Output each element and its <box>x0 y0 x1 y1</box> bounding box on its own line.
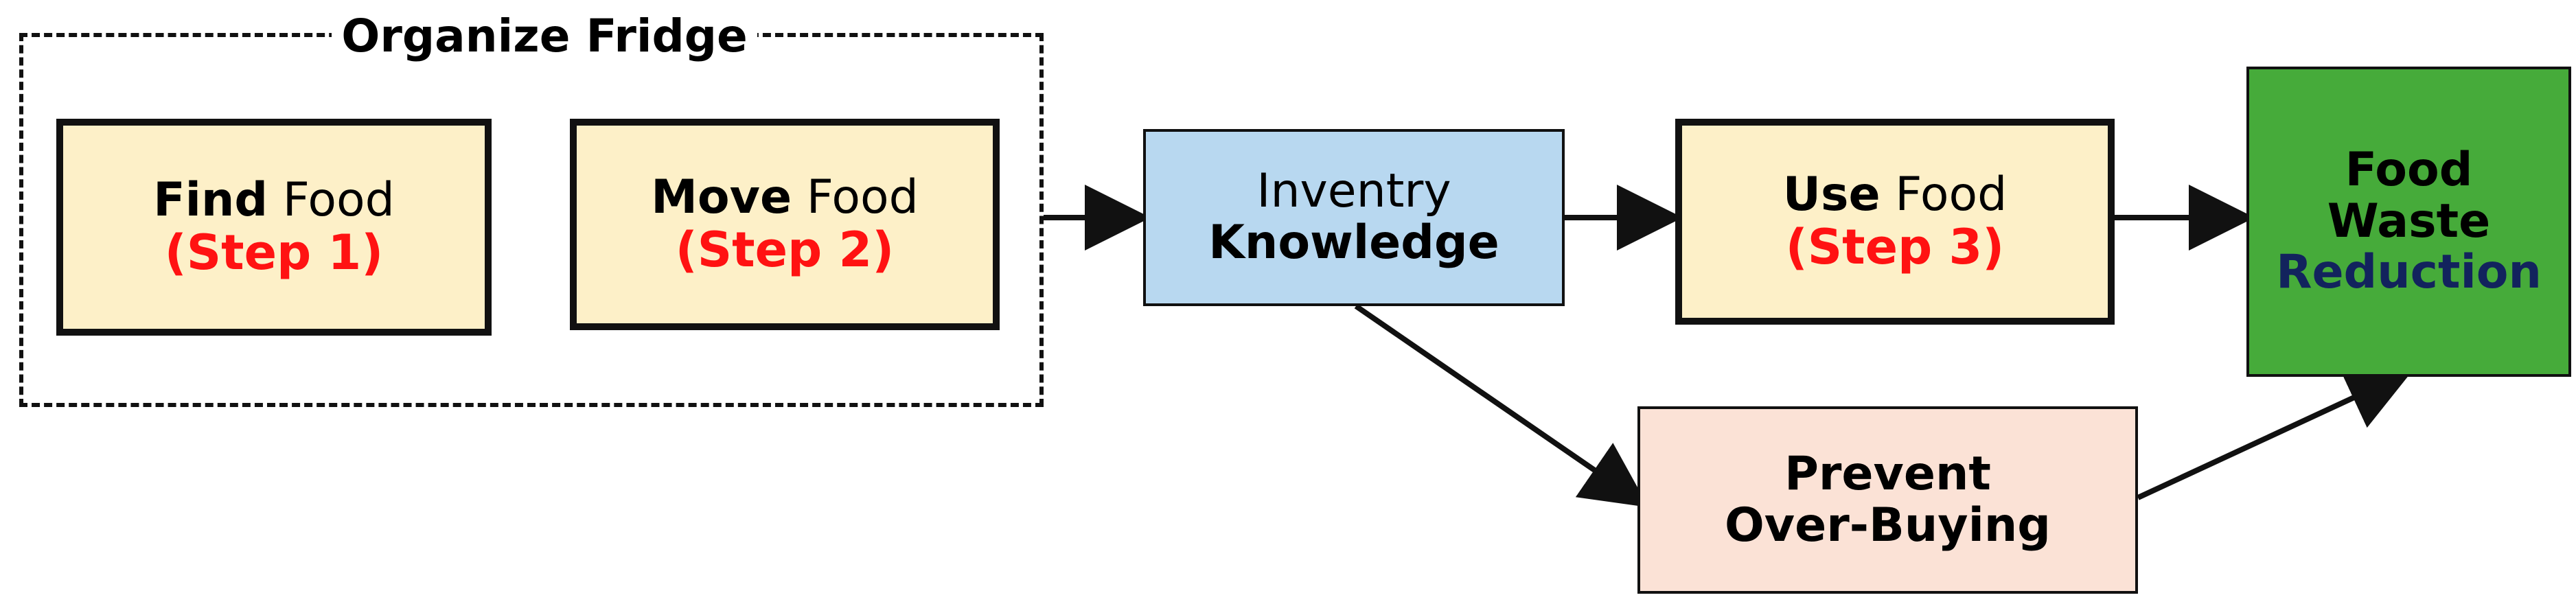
find-food-label: Find Food <box>153 173 395 228</box>
inventory-knowledge-box: Inventry Knowledge <box>1143 129 1565 306</box>
find-food-normal-text: Food <box>282 173 395 228</box>
find-food-bold-text: Find <box>153 173 268 228</box>
food-waste-reduction-line1: Food <box>2345 142 2473 197</box>
use-food-bold-text: Use <box>1782 167 1881 222</box>
edge-prevent-to-reduction <box>2137 368 2413 500</box>
use-food-normal-text: Food <box>1895 167 2008 222</box>
prevent-over-buying-line2: Over-Buying <box>1725 498 2051 553</box>
move-food-bold-text: Move <box>651 170 792 225</box>
move-food-box: Move Food (Step 2) <box>570 119 1000 330</box>
inventory-knowledge-line1: Inventry <box>1256 164 1451 219</box>
use-food-step-label: (Step 3) <box>1785 218 2005 275</box>
find-food-box: Find Food (Step 1) <box>56 119 492 336</box>
edge-inventory-to-prevent <box>1354 303 1649 508</box>
prevent-over-buying-line1: Prevent <box>1784 446 1991 501</box>
find-food-step-label: (Step 1) <box>164 224 384 281</box>
food-waste-reduction-box: Food Waste Reduction <box>2246 67 2571 377</box>
food-waste-reduction-line2: Waste <box>2327 194 2491 248</box>
organize-fridge-title: Organize Fridge <box>332 7 757 66</box>
use-food-box: Use Food (Step 3) <box>1675 119 2115 325</box>
use-food-label: Use Food <box>1782 167 2008 222</box>
prevent-over-buying-box: Prevent Over-Buying <box>1637 406 2138 594</box>
move-food-normal-text: Food <box>806 170 919 225</box>
food-waste-reduction-line3: Reduction <box>2276 245 2542 300</box>
move-food-step-label: (Step 2) <box>675 221 895 278</box>
inventory-knowledge-line2: Knowledge <box>1208 216 1499 270</box>
move-food-label: Move Food <box>651 172 919 224</box>
